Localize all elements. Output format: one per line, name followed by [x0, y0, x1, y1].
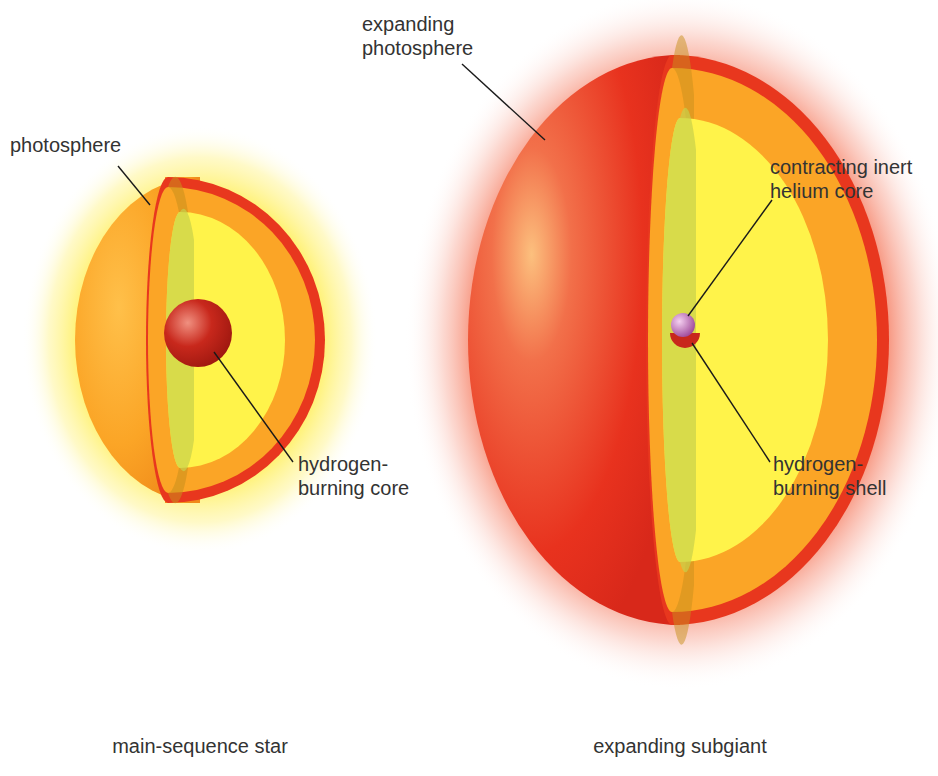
part-label: hydrogen- burning core: [298, 452, 418, 500]
hydrogen-burning-core: [164, 299, 232, 367]
part-label: photosphere: [10, 133, 160, 157]
star-caption: main-sequence star: [50, 734, 350, 758]
star-caption: expanding subgiant: [530, 734, 830, 758]
part-label: contracting inert helium core: [770, 155, 930, 203]
part-label: hydrogen- burning shell: [773, 452, 913, 500]
leader-line: [214, 352, 293, 462]
leader-line: [692, 343, 770, 462]
leader-line: [118, 166, 150, 205]
star-glow: [405, 0, 938, 690]
leader-line: [688, 200, 772, 316]
helium-core: [671, 313, 695, 337]
leader-line: [462, 64, 545, 140]
envelope-layer: [148, 187, 315, 493]
part-label: expanding photosphere: [362, 12, 487, 60]
envelope-layer: [648, 68, 877, 612]
outer-rim: [646, 55, 889, 625]
